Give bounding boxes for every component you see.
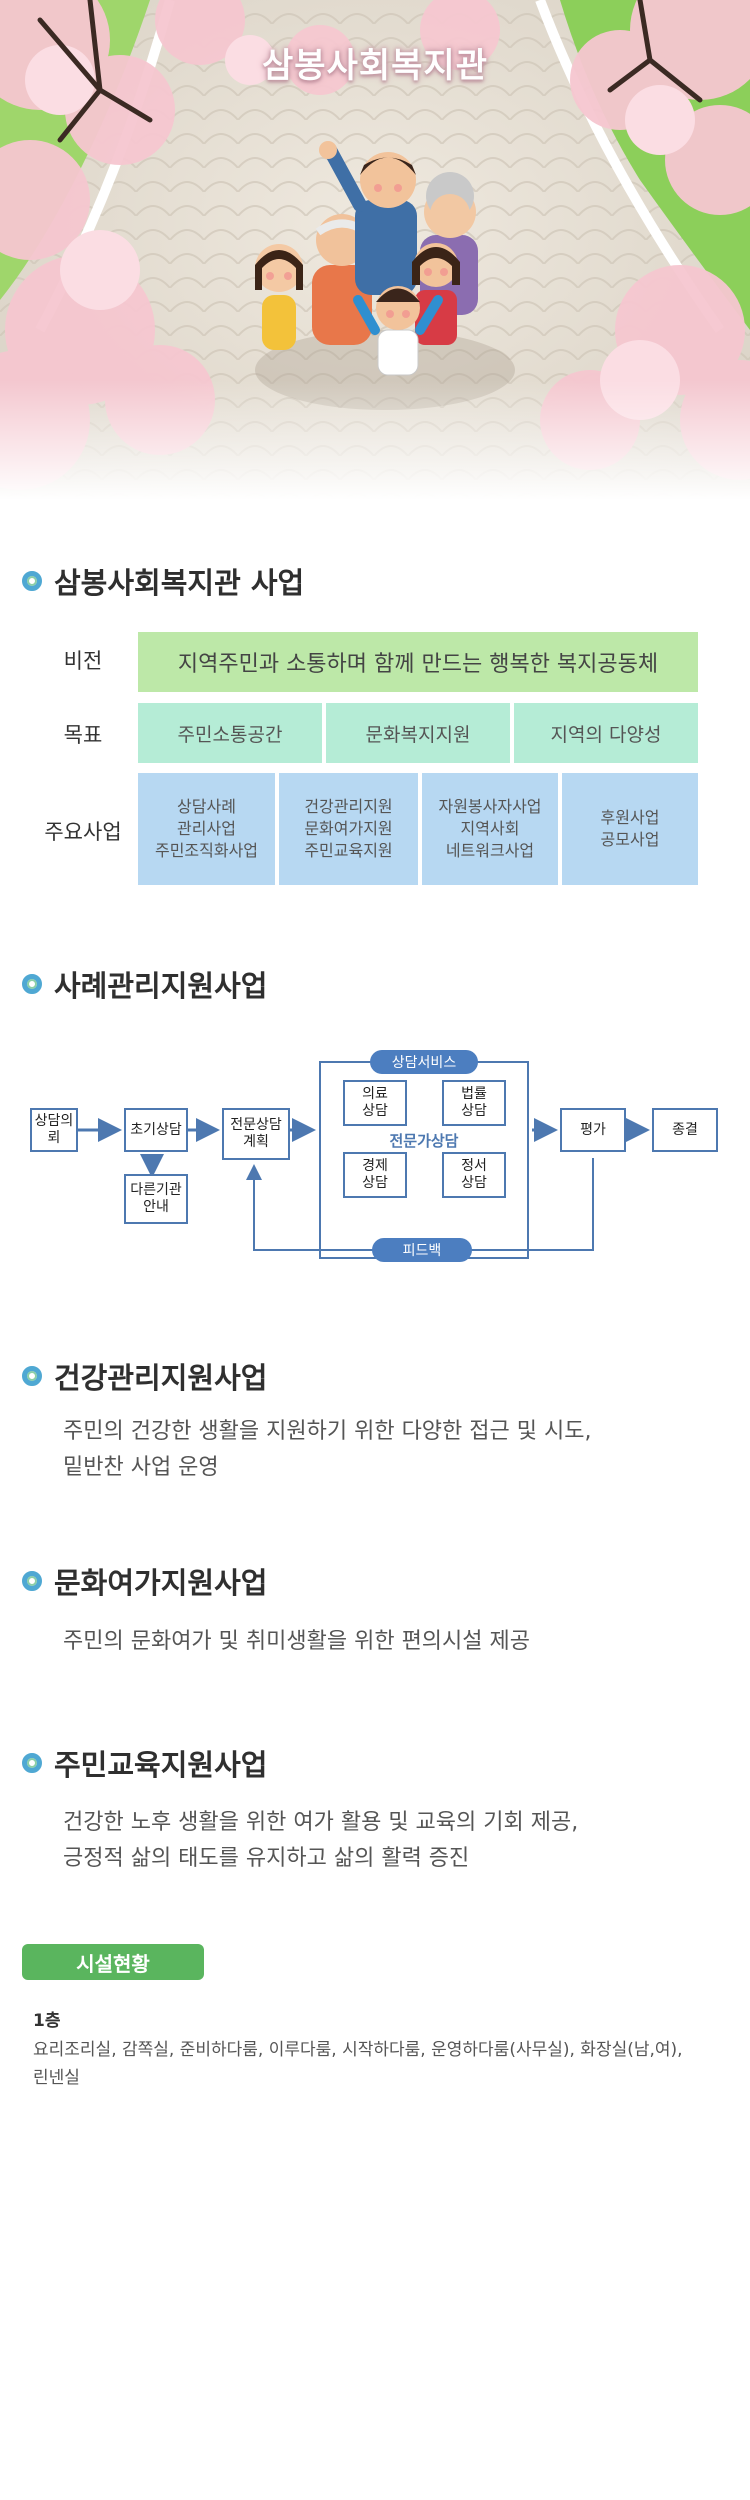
main-biz-line: 주민교육지원 (304, 841, 393, 860)
hero-illustration (0, 0, 750, 500)
flow-line: 경제 (362, 1158, 388, 1174)
flow-initial-counsel: 초기상담 (124, 1108, 188, 1152)
main-biz-line: 문화여가지원 (304, 819, 393, 838)
main-biz-cell: 상담사례 관리사업 주민조직화사업 (138, 773, 275, 885)
flow-intake: 상담의뢰 (30, 1108, 78, 1152)
goal-cell: 지역의 다양성 (514, 703, 698, 763)
section-header-culture: 문화여가지원사업 (22, 1560, 267, 1602)
ring-bullet-icon (22, 571, 42, 591)
goal-cell: 문화복지지원 (326, 703, 510, 763)
section-header-health: 건강관리지원사업 (22, 1355, 267, 1397)
vision-label: 비전 (63, 649, 103, 673)
flow-expert-label: 전문가상담 (389, 1132, 459, 1150)
main-biz-cell: 자원봉사자사업 지역사회 네트워크사업 (422, 773, 558, 885)
body-line: 긍정적 삶의 태도를 유지하고 삶의 활력 증진 (63, 1846, 470, 1871)
main-biz-line: 관리사업 (177, 819, 236, 838)
section-body: 건강한 노후 생활을 위한 여가 활용 및 교육의 기회 제공, 긍정적 삶의 … (63, 1805, 578, 1877)
section-title: 건강관리지원사업 (54, 1361, 268, 1395)
section-title: 삼봉사회복지관 사업 (54, 566, 305, 600)
flow-line: 정서 (461, 1158, 487, 1174)
section-body: 주민의 문화여가 및 취미생활을 위한 편의시설 제공 (63, 1624, 530, 1660)
main-biz-line: 자원봉사자사업 (438, 797, 542, 816)
flow-evaluation: 평가 (560, 1108, 626, 1152)
main-biz-line: 공모사업 (600, 830, 660, 849)
body-line: 주민의 문화여가 및 취미생활을 위한 편의시설 제공 (63, 1629, 531, 1654)
flow-line: 계획 (243, 1134, 269, 1150)
hero-title: 삼봉사회복지관 (262, 46, 488, 86)
body-line: 건강한 노후 생활을 위한 여가 활용 및 교육의 기회 제공, (63, 1810, 579, 1835)
flow-line: 상담 (461, 1175, 487, 1191)
main-label: 주요사업 (44, 820, 122, 844)
ring-bullet-icon (22, 1366, 42, 1386)
facility-description: 요리조리실, 감쪽실, 준비하다룸, 이루다룸, 시작하다룸, 운영하다룸(사무… (33, 2040, 683, 2088)
section-title: 문화여가지원사업 (54, 1566, 268, 1600)
main-biz-line: 상담사례 (177, 797, 236, 816)
vision-cell: 지역주민과 소통하며 함께 만드는 행복한 복지공동체 (138, 632, 698, 692)
ring-bullet-icon (22, 1571, 42, 1591)
goal-cell: 주민소통공간 (138, 703, 322, 763)
flow-line: 안내 (143, 1199, 169, 1215)
body-line: 밑반찬 사업 운영 (63, 1455, 219, 1480)
flow-service-pill: 상담서비스 (370, 1050, 478, 1074)
body-line: 주민의 건강한 생활을 지원하기 위한 다양한 접근 및 시도, (63, 1419, 592, 1444)
main-biz-line: 네트워크사업 (445, 841, 535, 860)
hero-banner: 삼봉사회복지관 (0, 0, 750, 500)
section-title: 사례관리지원사업 (54, 969, 268, 1003)
main-biz-cell: 건강관리지원 문화여가지원 주민교육지원 (279, 773, 418, 885)
ring-bullet-icon (22, 1753, 42, 1773)
hero-fade (0, 380, 750, 500)
flow-line: 전문상담 (230, 1117, 282, 1133)
main-biz-line: 지역사회 (460, 819, 520, 838)
flow-line: 법률 (461, 1086, 487, 1102)
flow-line: 다른기관 (130, 1182, 182, 1198)
section-header-business: 삼봉사회복지관 사업 (22, 560, 304, 602)
flow-line: 상담 (362, 1103, 388, 1119)
section-header-case: 사례관리지원사업 (22, 963, 267, 1005)
facility-floor: 1층 (33, 2011, 61, 2031)
section-body: 주민의 건강한 생활을 지원하기 위한 다양한 접근 및 시도, 밑반찬 사업 … (63, 1414, 591, 1486)
section-header-education: 주민교육지원사업 (22, 1742, 267, 1784)
facility-badge: 시설현황 (22, 1944, 204, 1980)
main-biz-line: 후원사업 (600, 808, 660, 827)
goal-label: 목표 (63, 723, 103, 747)
main-biz-line: 건강관리지원 (304, 797, 393, 816)
ring-bullet-icon (22, 974, 42, 994)
main-biz-line: 주민조직화사업 (154, 841, 259, 860)
flow-line: 의료 (362, 1086, 388, 1102)
flow-end: 종결 (652, 1108, 718, 1152)
main-biz-cell: 후원사업 공모사업 (562, 773, 698, 885)
section-title: 주민교육지원사업 (54, 1748, 268, 1782)
flow-feedback-pill: 피드백 (372, 1238, 472, 1262)
flow-line: 상담 (461, 1103, 487, 1119)
flow-line: 상담 (362, 1175, 388, 1191)
